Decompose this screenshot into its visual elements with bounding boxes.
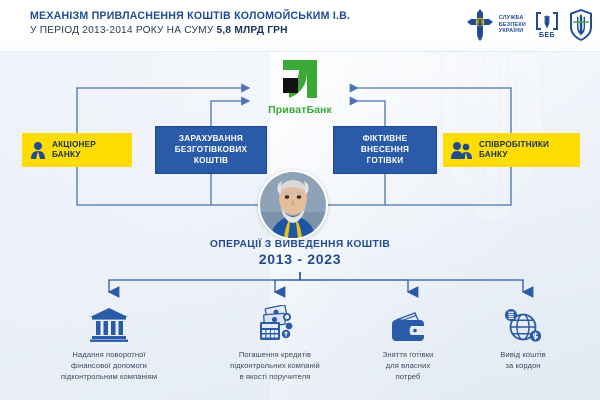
outcome-2-line-1: Погашення кредитів: [238, 350, 312, 359]
outcome-4-line-2: за кордон: [505, 361, 541, 370]
outcome-2-line-2: підконтрольних компаній: [230, 361, 320, 370]
sbu-text-line-2: БЕЗПЕКИ: [498, 21, 526, 28]
node-noncash-line-3: КОШТІВ: [193, 156, 229, 165]
node-fictitious-line-2: ВНЕСЕННЯ: [360, 145, 410, 154]
sbu-logo-text: СЛУЖБА БЕЗПЕКИ УКРАЇНИ: [499, 15, 526, 35]
node-shareholder-label: АКЦІОНЕР БАНКУ: [52, 140, 96, 161]
sbu-text-line-1: СЛУЖБА: [498, 15, 524, 22]
node-noncash-crediting[interactable]: ЗАРАХУВАННЯ БЕЗГОТІВКОВИХ КОШТІВ: [155, 126, 267, 174]
prosecutor-logo: [570, 9, 592, 41]
sbu-text-line-3: УКРАЇНИ: [498, 28, 524, 35]
node-employees-line-2: БАНКУ: [479, 150, 508, 159]
person-icon: [31, 142, 45, 159]
outcome-3-line-2: для власних: [385, 361, 431, 370]
outcome-2-text: Погашення кредитів підконтрольних компан…: [196, 349, 354, 382]
kolomoisky-portrait: [258, 170, 328, 240]
node-noncash-line-2: БЕЗГОТІВКОВИХ: [174, 145, 248, 154]
outcome-cash-withdrawal: Зняття готівки для власних потреб: [352, 303, 464, 382]
outcome-3-line-3: потреб: [395, 372, 421, 381]
globe-money-icon: [458, 303, 588, 343]
node-noncash-label: ЗАРАХУВАННЯ БЕЗГОТІВКОВИХ КОШТІВ: [161, 133, 261, 166]
node-shareholder[interactable]: АКЦІОНЕР БАНКУ: [22, 133, 132, 167]
node-shareholder-line-1: АКЦІОНЕР: [52, 139, 96, 149]
outcome-financial-aid: Надання поворотної фінансової допомоги п…: [14, 303, 204, 382]
node-fictitious-line-3: ГОТІВКИ: [366, 156, 404, 165]
page-title: МЕХАНІЗМ ПРИВЛАСНЕННЯ КОШТІВ КОЛОМОЙСЬКИ…: [30, 9, 350, 38]
outcome-loan-repayment: Погашення кредитів підконтрольних компан…: [196, 303, 354, 382]
beb-logo-text: БЕБ: [539, 32, 555, 39]
title-amount: 5,8 МЛРД ГРН: [216, 25, 288, 36]
node-employees-line-1: СПІВРОБІТНИКИ: [479, 139, 550, 149]
node-bank-employees[interactable]: СПІВРОБІТНИКИ БАНКУ: [443, 133, 580, 167]
node-fictitious-cash-deposit[interactable]: ФІКТИВНЕ ВНЕСЕННЯ ГОТІВКИ: [333, 126, 437, 174]
title-period-text: У ПЕРІОД 2013-2014 РОКУ НА СУМУ: [30, 25, 217, 36]
agency-logos: СЛУЖБА БЕЗПЕКИ УКРАЇНИ БЕБ: [465, 4, 594, 46]
node-employees-label: СПІВРОБІТНИКИ БАНКУ: [479, 140, 549, 161]
sbu-logo: СЛУЖБА БЕЗПЕКИ УКРАЇНИ: [465, 8, 526, 42]
node-shareholder-line-2: БАНКУ: [52, 150, 81, 159]
header-bar: МЕХАНІЗМ ПРИВЛАСНЕННЯ КОШТІВ КОЛОМОЙСЬКИ…: [0, 0, 600, 52]
outcome-capital-outflow: Вивід коштів за кордон: [458, 303, 588, 371]
wallet-icon: [352, 303, 464, 343]
outcome-1-line-1: Надання поворотної: [72, 350, 146, 359]
title-line-1: МЕХАНІЗМ ПРИВЛАСНЕННЯ КОШТІВ КОЛОМОЙСЬКИ…: [30, 10, 351, 22]
privatbank-label: ПриватБанк: [268, 104, 332, 116]
banner-years: 2013 - 2023: [258, 251, 342, 267]
sbu-emblem-icon: [466, 9, 493, 41]
people-icon: [451, 142, 472, 159]
outcome-3-line-1: Зняття готівки: [382, 350, 434, 359]
node-fictitious-line-1: ФІКТИВНЕ: [362, 134, 408, 143]
outcome-4-line-1: Вивід коштів: [500, 350, 546, 359]
outcome-1-line-2: фінансової допомоги: [70, 361, 147, 370]
banner-title: ОПЕРАЦІЇ З ВИВЕДЕННЯ КОШТІВ: [209, 239, 391, 250]
outcome-3-text: Зняття готівки для власних потреб: [352, 349, 464, 382]
node-fictitious-label: ФІКТИВНЕ ВНЕСЕННЯ ГОТІВКИ: [339, 133, 431, 166]
title-line-2: У ПЕРІОД 2013-2014 РОКУ НА СУМУ 5,8 МЛРД…: [30, 24, 350, 38]
bank-building-icon: [14, 303, 204, 343]
outcome-2-line-3: в якості поручителя: [239, 372, 311, 381]
privatbank-node: ПриватБанк: [258, 58, 342, 116]
outcome-1-line-3: підконтрольним компаніям: [60, 372, 158, 381]
node-noncash-line-1: ЗАРАХУВАННЯ: [178, 134, 244, 143]
beb-logo: БЕБ: [535, 11, 559, 39]
outcome-4-text: Вивід коштів за кордон: [458, 349, 588, 371]
privatbank-logo-icon: [277, 58, 323, 102]
calculator-money-icon: [196, 303, 354, 343]
beb-emblem-icon: [536, 12, 558, 30]
operations-banner: ОПЕРАЦІЇ З ВИВЕДЕННЯ КОШТІВ 2013 - 2023: [183, 238, 417, 268]
outcome-1-text: Надання поворотної фінансової допомоги п…: [14, 349, 204, 382]
